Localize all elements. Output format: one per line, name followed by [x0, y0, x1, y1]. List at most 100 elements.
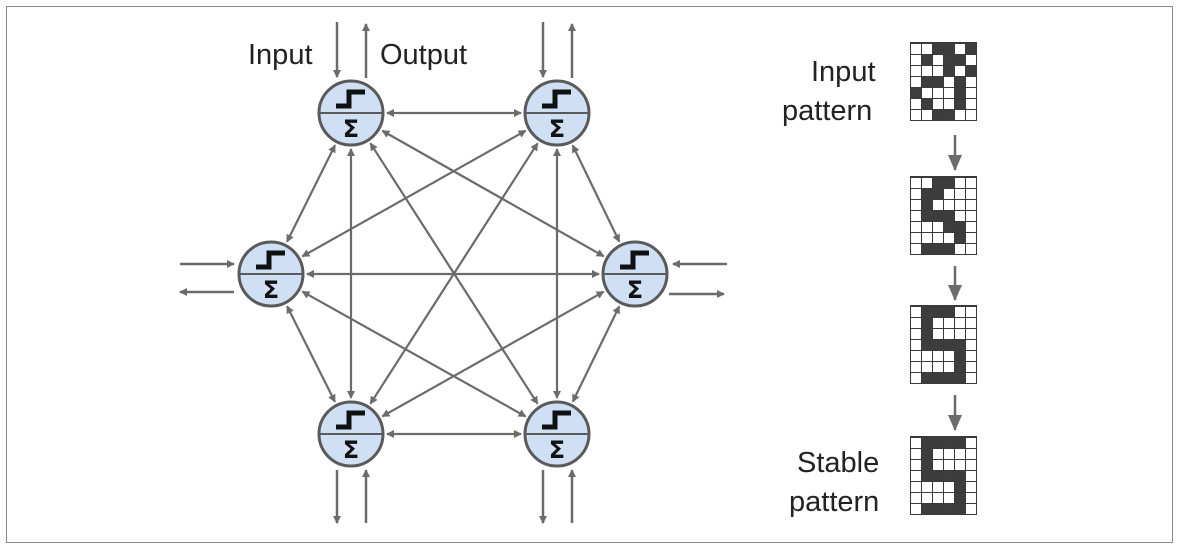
pixel-on — [932, 109, 944, 121]
pixel-on — [932, 305, 944, 318]
pixel-off — [965, 361, 977, 373]
pixel-off — [965, 436, 977, 449]
pixel-off — [910, 199, 922, 211]
pixel-on — [943, 470, 955, 482]
connection-2-4 — [286, 305, 336, 403]
pixel-on — [943, 339, 955, 351]
pixel-on — [921, 305, 933, 318]
pattern-row — [910, 317, 977, 329]
pixel-on — [943, 176, 955, 189]
pixel-on — [954, 232, 966, 244]
pixel-off — [965, 87, 977, 99]
pixel-on — [943, 243, 955, 255]
pixel-off — [910, 339, 922, 351]
pattern-row — [910, 243, 977, 255]
pixel-on — [954, 361, 966, 373]
sum-symbol: Σ — [343, 436, 359, 464]
pixel-on — [932, 436, 944, 449]
pixel-off — [943, 350, 955, 362]
pixel-off — [954, 448, 966, 460]
pattern-row — [910, 42, 977, 55]
pixel-on — [921, 459, 933, 471]
pixel-off — [943, 492, 955, 504]
step-function-icon — [256, 250, 285, 270]
pattern-row — [910, 54, 977, 66]
pixel-off — [965, 188, 977, 200]
pixel-off — [932, 481, 944, 493]
pixel-on — [954, 503, 966, 515]
neuron-connections — [286, 109, 621, 438]
pixel-off — [910, 243, 922, 255]
pixel-on — [954, 372, 966, 384]
pixel-off — [943, 328, 955, 340]
pixel-off — [910, 361, 922, 373]
pixel-off — [965, 98, 977, 110]
pixel-off — [932, 199, 944, 211]
neuron-top-left: Σ — [317, 79, 385, 147]
pixel-on — [932, 42, 944, 55]
pixel-on — [954, 339, 966, 351]
pixel-off — [965, 221, 977, 233]
pattern-row — [910, 176, 977, 189]
pixel-off — [965, 481, 977, 493]
pixel-off — [910, 436, 922, 449]
pattern-row — [910, 76, 977, 88]
pixel-off — [910, 232, 922, 244]
pixel-off — [954, 317, 966, 329]
pixel-on — [921, 243, 933, 255]
neuron-top-right: Σ — [523, 79, 591, 147]
pixel-on — [954, 436, 966, 449]
pixel-on — [921, 470, 933, 482]
pattern-table — [910, 436, 977, 515]
pixel-off — [932, 65, 944, 77]
pixel-off — [910, 54, 922, 66]
pattern-row — [910, 459, 977, 471]
pixel-on — [910, 87, 922, 99]
pixel-off — [932, 98, 944, 110]
step-function-icon — [620, 250, 649, 270]
sum-symbol: Σ — [343, 115, 359, 143]
pixel-on — [943, 372, 955, 384]
pixel-on — [921, 98, 933, 110]
pixel-off — [921, 42, 933, 55]
pixel-off — [943, 87, 955, 99]
pixel-on — [921, 328, 933, 340]
pattern-row — [910, 188, 977, 200]
pixel-off — [965, 305, 977, 318]
pixel-on — [921, 54, 933, 66]
pixel-on — [943, 436, 955, 449]
pixel-off — [910, 76, 922, 88]
pixel-off — [932, 448, 944, 460]
network-input-label: Input — [248, 39, 313, 71]
pixel-off — [932, 459, 944, 471]
pixel-off — [910, 109, 922, 121]
stable-pattern-label-line1: Stable — [797, 447, 880, 479]
pixel-on — [932, 176, 944, 189]
pixel-off — [965, 448, 977, 460]
pixel-on — [954, 350, 966, 362]
pixel-off — [965, 199, 977, 211]
pixel-off — [910, 210, 922, 222]
connection-0-2 — [286, 144, 336, 243]
pixel-off — [965, 232, 977, 244]
pattern-row — [910, 503, 977, 515]
connection-1-3 — [571, 144, 621, 243]
pattern-row — [910, 470, 977, 482]
pixel-off — [910, 350, 922, 362]
pixel-off — [943, 361, 955, 373]
neuron-mid-left: Σ — [237, 240, 305, 308]
pattern-row — [910, 87, 977, 99]
pixel-off — [954, 188, 966, 200]
input-pattern-label-line1: Input — [811, 56, 876, 88]
pattern-row — [910, 361, 977, 373]
pixel-on — [921, 76, 933, 88]
pixel-on — [932, 243, 944, 255]
pixel-on — [943, 42, 955, 55]
pixel-off — [932, 361, 944, 373]
pixel-on — [943, 109, 955, 121]
pattern-row — [910, 305, 977, 318]
step-function-icon — [336, 410, 365, 430]
pattern-row — [910, 448, 977, 460]
pixel-off — [910, 176, 922, 189]
